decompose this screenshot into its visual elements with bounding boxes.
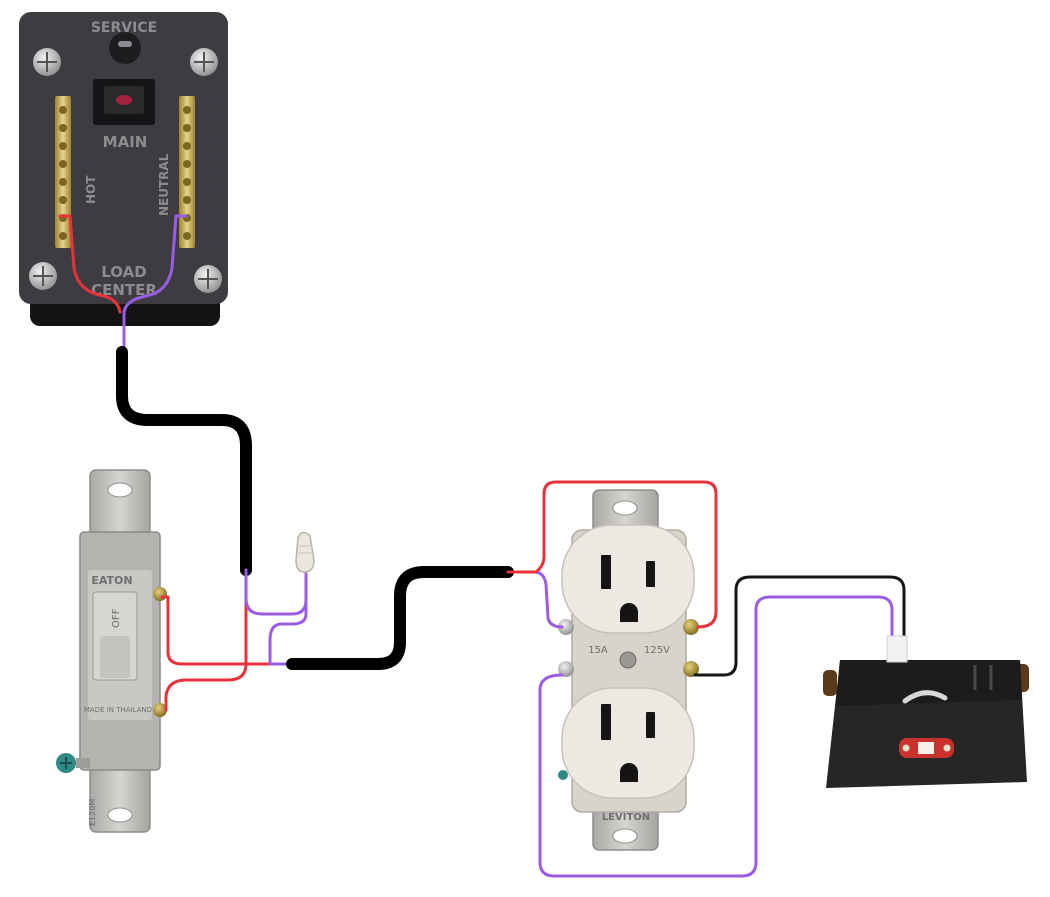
upper-left-slot xyxy=(601,555,611,589)
lamp-load-box xyxy=(823,660,1029,788)
feed-neutral-wire xyxy=(244,568,308,616)
receptacle-neutral-top-wire xyxy=(506,570,564,629)
panel-screw-bottom-left xyxy=(29,262,57,290)
load-label: LOAD xyxy=(101,263,146,281)
feed-cable xyxy=(116,346,252,576)
lamp-led-board xyxy=(899,738,954,758)
panel-screw-top-left xyxy=(33,48,61,76)
lower-right-slot xyxy=(646,712,655,738)
panel-hot-lead xyxy=(58,214,122,314)
switch-made-in-label: MADE IN THAILAND xyxy=(84,706,152,714)
light-switch: EATON OFF MADE IN THAILAND E120M xyxy=(56,469,167,833)
switch-off-label: OFF xyxy=(111,608,122,628)
receptacle-amp-rating: 15A xyxy=(588,645,608,656)
upper-ground-hole xyxy=(620,603,638,622)
main-breaker-switch xyxy=(93,79,155,125)
switch-rating-label: E120M xyxy=(88,799,97,826)
feed-hot-wire xyxy=(164,568,248,712)
duplex-receptacle: 15A 125V LEVITON xyxy=(558,489,699,851)
outgoing-neutral-wire xyxy=(268,572,308,666)
receptacle-brand-label: LEVITON xyxy=(602,812,650,823)
hot-label: HOT xyxy=(84,175,98,204)
neutral-bus-bar xyxy=(179,96,195,248)
lower-ground-hole xyxy=(620,763,638,782)
receptacle-lower-face xyxy=(561,687,695,799)
neutral-label: NEUTRAL xyxy=(157,153,171,216)
lamp-neutral-wire xyxy=(538,595,894,878)
receptacle-center-screw xyxy=(619,651,637,669)
receptacle-neutral-terminal-bottom xyxy=(558,661,574,677)
receptacle-ground-screw xyxy=(558,770,568,780)
receptacle-hot-jumper xyxy=(506,480,718,629)
switch-to-receptacle-cable xyxy=(286,566,514,670)
lamp-box-top-shade xyxy=(836,660,1022,706)
receptacle-neutral-terminal-top xyxy=(558,619,574,635)
receptacle-hot-terminal-top xyxy=(683,619,699,635)
service-label: SERVICE xyxy=(91,20,157,36)
center-label: CENTER xyxy=(91,281,157,299)
receptacle-upper-face xyxy=(561,524,695,634)
switch-bottom-terminal-screw xyxy=(153,703,167,717)
upper-right-slot xyxy=(646,561,655,587)
receptacle-hot-terminal-bottom xyxy=(683,661,699,677)
lamp-hot-wire xyxy=(693,575,906,677)
receptacle-volt-rating: 125V xyxy=(644,645,670,656)
lamp-box-wire-loop xyxy=(902,690,948,704)
service-disconnect-knob xyxy=(109,32,141,64)
switch-ground-screw-icon xyxy=(56,753,90,773)
panel-neutral-lead xyxy=(122,214,188,354)
load-center-panel: SERVICE MAIN HO xyxy=(19,12,228,326)
panel-screw-bottom-right xyxy=(194,265,222,293)
main-label: MAIN xyxy=(103,133,148,151)
lower-left-slot xyxy=(601,704,611,740)
hot-bus-bar xyxy=(55,96,71,248)
panel-screw-top-right xyxy=(190,48,218,76)
lamp-box-foot-left xyxy=(823,670,837,696)
wire-nut xyxy=(295,531,315,573)
switch-toggle xyxy=(92,591,138,681)
switch-brand-label: EATON xyxy=(91,574,132,587)
switch-top-terminal-screw xyxy=(153,587,167,601)
switch-top-hot-wire xyxy=(160,595,300,666)
lamp-cord-sleeve xyxy=(886,635,908,663)
